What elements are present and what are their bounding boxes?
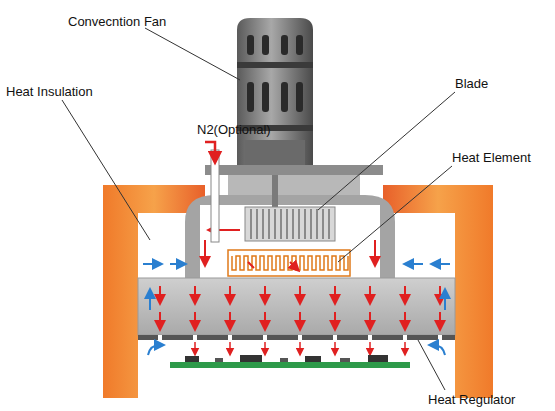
airflow [143, 264, 450, 355]
blade-label: Blade [455, 76, 488, 91]
fan-label: Convecntion Fan [68, 14, 166, 29]
leader-line [62, 28, 455, 390]
heat-element [228, 250, 350, 276]
element-label: Heat Element [452, 150, 531, 165]
n2-label: N2(Optional) [197, 122, 271, 137]
convection-fan [237, 18, 313, 165]
n2-pipe [205, 142, 219, 242]
regulator-label: Heat Regulator [428, 392, 515, 407]
nozzle-plate [138, 278, 455, 335]
pcb [170, 355, 410, 368]
insulation-label: Heat Insulation [6, 84, 93, 99]
heat-regulator [138, 335, 455, 340]
blade [245, 207, 335, 241]
